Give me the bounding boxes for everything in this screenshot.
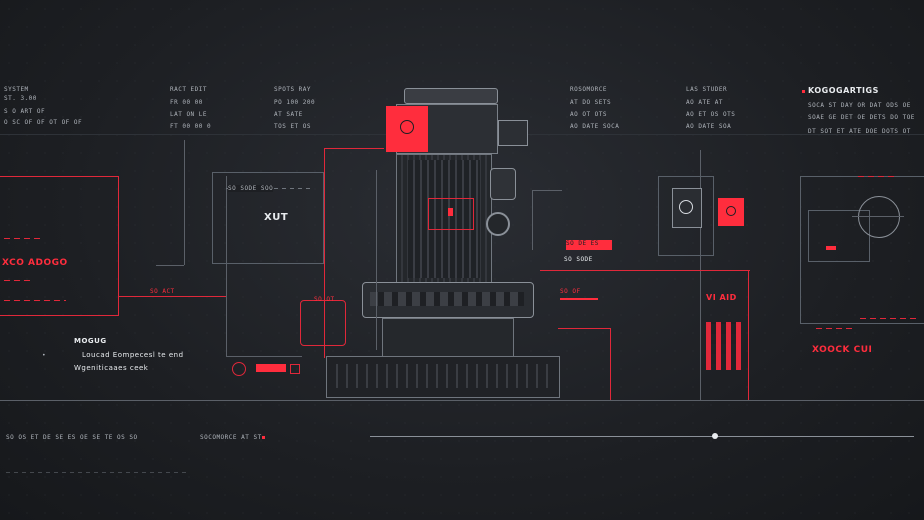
- column-4-row-2: AO ET OS OTS: [686, 111, 736, 118]
- left-header-2: ST. 3.00: [4, 95, 37, 102]
- center-tag-2: SO DE ES: [566, 240, 599, 247]
- footer-mid-text: SOCOMORCE AT ST: [200, 434, 262, 441]
- machine-right-wheel: [486, 212, 510, 236]
- left-connector-1: [118, 296, 226, 297]
- column-2-row-3: TOS ET OS: [274, 123, 312, 130]
- column-2-row-2: AT SATE: [274, 111, 303, 118]
- left-connector-h: [156, 265, 184, 266]
- left-connector-v: [184, 140, 185, 265]
- target-icon: [858, 196, 900, 238]
- center-label-xut: XUT: [264, 212, 289, 223]
- column-2-row-1: PO 100 200: [274, 99, 316, 106]
- center-red-bar: [566, 240, 612, 250]
- machine-right-knob: [490, 168, 516, 200]
- machine-platform-ribs: [336, 364, 548, 388]
- desc-line-2: Wgeniticaaes ceek: [74, 364, 149, 372]
- baseline-line: [0, 400, 924, 401]
- right-red-grid: [706, 322, 742, 370]
- right-mid-title: VI AID: [706, 293, 737, 302]
- center-tag-5: SO OT: [314, 296, 335, 303]
- column-4-title: LAS STUDER: [686, 86, 728, 93]
- left-header-1: SYSTEM: [4, 86, 29, 93]
- timeline-track: [370, 436, 914, 437]
- target-icon-crossbar: [852, 216, 904, 217]
- desc-line-1: Loucad Eompecesl te end: [82, 351, 184, 359]
- left-small-tag: SO ACT: [150, 288, 175, 295]
- right-dot: [802, 90, 805, 93]
- right-line-3: DT SOT ET ATE DOE DOTS OT: [808, 128, 911, 135]
- footer-mid-marker: [262, 436, 265, 439]
- right-dash-1: [858, 176, 898, 177]
- left-dash-2: [4, 280, 34, 281]
- lock-icon: [726, 206, 736, 216]
- right-dash-2: [860, 318, 920, 319]
- center-connector-3: [376, 170, 377, 350]
- left-dash-1: [4, 238, 44, 239]
- column-1-row-3: FT 00 00 0: [170, 123, 212, 130]
- center-connector-9: [532, 190, 562, 191]
- column-4: LAS STUDER AO ATE AT AO ET OS OTS AO DAT…: [686, 86, 735, 130]
- center-connector-6: [558, 328, 610, 329]
- center-connector-2: [324, 148, 325, 358]
- column-1: RACT EDIT FR 00 00 LAT ON LE FT 00 00 0: [170, 86, 211, 130]
- power-icon: [400, 120, 414, 134]
- desc-bullet: •: [42, 352, 47, 359]
- center-connector-1: [324, 148, 384, 149]
- column-3-row-1: AT DO SETS: [570, 99, 612, 106]
- center-small-box: [300, 300, 346, 346]
- center-tag-1: SO SODE SOO: [228, 185, 274, 192]
- left-header-3: S O ART OF: [4, 108, 46, 115]
- camera-lens: [679, 200, 693, 214]
- center-connector-5: [226, 356, 302, 357]
- center-left-frame: [212, 172, 324, 264]
- footer-dash: [6, 472, 186, 473]
- column-4-row-1: AO ATE AT: [686, 99, 724, 106]
- machine-body-core: [408, 160, 480, 278]
- column-4-row-3: AO DATE SOA: [686, 123, 732, 130]
- right-bottom-title: XOOCK CUI: [812, 345, 873, 355]
- machine-collar-details: [370, 292, 524, 306]
- right-connector-2: [540, 270, 750, 271]
- left-dash-3: [4, 300, 66, 301]
- right-connector-3: [748, 270, 749, 400]
- center-tag-4: SO OF: [560, 288, 581, 295]
- column-3: ROSOMORCE AT DO SETS AO OT OTS AO DATE S…: [570, 86, 619, 130]
- column-2: SPOTS RAY PO 100 200 AT SATE TOS ET OS: [274, 86, 315, 130]
- machine-red-target: [428, 198, 474, 230]
- center-left-chip-2: [290, 364, 300, 374]
- left-red-frame: [0, 176, 119, 316]
- right-small-marker: [826, 246, 836, 250]
- machine-red-dot: [448, 208, 453, 216]
- center-connector-7: [610, 328, 611, 400]
- column-1-row-2: LAT ON LE: [170, 111, 208, 118]
- timeline-handle[interactable]: [712, 433, 718, 439]
- machine-side-camera: [498, 120, 528, 146]
- column-1-title: RACT EDIT: [170, 86, 208, 93]
- center-left-chip: [256, 364, 286, 372]
- machine-top-cap: [404, 88, 498, 104]
- left-header-4: O SC OF OF OT OF OF: [4, 119, 83, 126]
- right-title: KOGOGARTIGS: [808, 86, 879, 95]
- column-3-title: ROSOMORCE: [570, 86, 608, 93]
- column-3-row-2: AO OT OTS: [570, 111, 608, 118]
- right-line-2: SOAE GE DET OE DETS DO TOE: [808, 114, 915, 121]
- center-tag-3: SO SODE: [564, 256, 593, 263]
- left-big-title: XCO ADOGO: [2, 258, 68, 268]
- center-left-circle: [232, 362, 246, 376]
- center-connector-8: [532, 190, 533, 250]
- footer-left-text: SO OS ET DE SE ES OE SE TE OS SO: [6, 434, 138, 441]
- device-frame: [658, 176, 714, 256]
- right-dash-3: [816, 328, 856, 329]
- machine-base: [382, 318, 514, 358]
- column-2-title: SPOTS RAY: [274, 86, 312, 93]
- column-1-row-1: FR 00 00: [170, 99, 203, 106]
- center-tag-4-underline: [560, 298, 598, 300]
- right-line-1: SOCA ST DAY OR DAT ODS OE: [808, 102, 911, 109]
- desc-title: MOGUG: [74, 337, 107, 345]
- column-3-row-3: AO DATE SOCA: [570, 123, 620, 130]
- right-connector-1: [700, 150, 701, 400]
- center-connector-4: [226, 176, 227, 356]
